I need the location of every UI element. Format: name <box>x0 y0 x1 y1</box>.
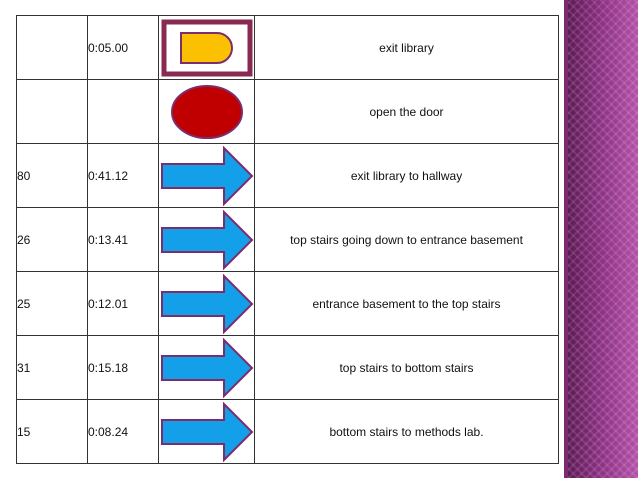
circle-icon <box>170 84 243 139</box>
arrow-right-icon <box>160 337 253 398</box>
symbol-cell <box>158 399 255 464</box>
table-row: open the door <box>16 79 559 144</box>
table-row: 0:05.00 exit library <box>16 15 559 80</box>
table-row: 15 0:08.24 bottom stairs to methods lab. <box>16 399 559 464</box>
arrow-right-icon <box>160 273 253 334</box>
step-description-cell: top stairs to bottom stairs <box>254 335 559 400</box>
table-row: 25 0:12.01 entrance basement to the top … <box>16 271 559 336</box>
step-count-cell: 15 <box>16 399 88 464</box>
step-description-cell: open the door <box>254 79 559 144</box>
step-count-cell: 25 <box>16 271 88 336</box>
step-time-cell: 0:13.41 <box>87 207 159 272</box>
step-count-cell: 26 <box>16 207 88 272</box>
steps-table: 0:05.00 exit library open the door 80 0:… <box>16 15 559 464</box>
step-time-cell: 0:05.00 <box>87 15 159 80</box>
terminal-icon <box>161 19 252 76</box>
symbol-cell <box>158 79 255 144</box>
step-count-cell <box>16 15 88 80</box>
step-description-cell: exit library to hallway <box>254 143 559 208</box>
terminal-shape <box>179 31 233 64</box>
arrow-right-icon <box>160 145 253 206</box>
step-count-cell: 31 <box>16 335 88 400</box>
decorative-side-panel <box>568 0 638 478</box>
step-time-cell: 0:12.01 <box>87 271 159 336</box>
step-time-cell: 0:08.24 <box>87 399 159 464</box>
table-row: 80 0:41.12 exit library to hallway <box>16 143 559 208</box>
step-description-cell: bottom stairs to methods lab. <box>254 399 559 464</box>
symbol-cell <box>158 207 255 272</box>
arrow-right-icon <box>160 401 253 462</box>
arrow-right-icon <box>160 209 253 270</box>
step-description-cell: top stairs going down to entrance baseme… <box>254 207 559 272</box>
step-time-cell: 0:15.18 <box>87 335 159 400</box>
table-row: 26 0:13.41 top stairs going down to entr… <box>16 207 559 272</box>
step-description-cell: exit library <box>254 15 559 80</box>
symbol-cell <box>158 335 255 400</box>
step-time-cell <box>87 79 159 144</box>
step-count-cell: 80 <box>16 143 88 208</box>
step-count-cell <box>16 79 88 144</box>
symbol-cell <box>158 15 255 80</box>
step-time-cell: 0:41.12 <box>87 143 159 208</box>
step-description-cell: entrance basement to the top stairs <box>254 271 559 336</box>
symbol-cell <box>158 271 255 336</box>
symbol-cell <box>158 143 255 208</box>
table-row: 31 0:15.18 top stairs to bottom stairs <box>16 335 559 400</box>
side-panel-edge <box>564 0 568 478</box>
